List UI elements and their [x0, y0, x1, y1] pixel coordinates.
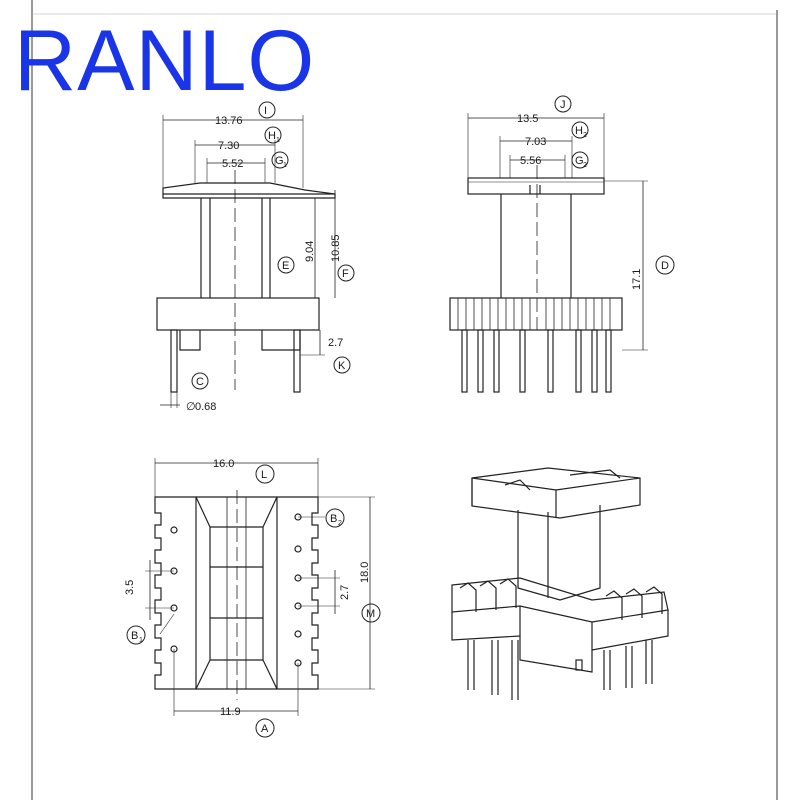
dim-H1-value: 7.30: [218, 140, 239, 152]
dim-K-value: 2.7: [328, 337, 343, 349]
dim-E-value: 9.04: [304, 241, 316, 262]
label-D-marker: D: [655, 255, 675, 275]
label-L-marker: L: [255, 464, 275, 484]
label-K: K: [338, 360, 346, 372]
label-G1-sub: 1: [283, 162, 287, 169]
bottom-view: [145, 458, 375, 716]
label-K-marker: K: [333, 356, 351, 374]
label-H2-sub: 2: [583, 132, 587, 139]
dim-G2-value: 5.56: [520, 155, 541, 167]
isometric-view: [451, 467, 669, 700]
label-G2-sub: 2: [583, 162, 587, 169]
dim-diameter-symbol: ∅: [186, 401, 196, 413]
label-H1-marker: H 1: [264, 126, 282, 144]
label-L: L: [261, 469, 267, 481]
label-I: I: [264, 105, 267, 117]
dim-pitch-left-value: 3.5: [124, 580, 136, 595]
label-G1-marker: G 1: [271, 151, 289, 169]
brand-logo-text: RANLO: [14, 13, 316, 109]
dim-H2-value: 7.03: [525, 136, 546, 148]
label-E: E: [282, 260, 289, 272]
label-M-marker: M: [361, 603, 381, 623]
side-view: [449, 113, 648, 393]
dim-G1-value: 5.52: [222, 158, 243, 170]
dim-I-value: 13.76: [215, 115, 243, 127]
label-A-marker: A: [255, 718, 275, 738]
label-F-marker: F: [337, 264, 355, 282]
dim-A-value: 11.9: [220, 706, 241, 718]
label-H1: H: [268, 130, 276, 142]
label-E-marker: E: [277, 256, 295, 274]
dim-J-value: 13.5: [517, 113, 538, 125]
dim-L-value: 16.0: [213, 458, 234, 470]
label-M: M: [366, 608, 375, 620]
label-D: D: [661, 260, 669, 272]
label-H2-marker: H 2: [571, 121, 589, 139]
label-I-marker: I: [258, 101, 276, 119]
front-view: [156, 115, 336, 408]
label-B2-marker: B 2: [325, 508, 345, 528]
label-G2: G: [575, 155, 584, 167]
label-B2-sub: 2: [338, 520, 342, 527]
label-B1: B: [131, 630, 138, 642]
label-B2: B: [330, 513, 337, 525]
label-F: F: [342, 268, 349, 280]
label-C: C: [196, 376, 204, 388]
dim-M-value: 18.0: [359, 562, 371, 583]
label-G2-marker: G 2: [571, 151, 589, 169]
dim-C-value: 0.68: [195, 401, 216, 413]
label-B1-sub: 1: [139, 637, 143, 644]
dim-F-value: 10.85: [330, 234, 342, 262]
dim-D-value: 17.1: [631, 269, 643, 290]
dim-pitch-right-value: 2.7: [339, 585, 351, 600]
label-J: J: [560, 99, 566, 111]
label-A: A: [261, 723, 269, 735]
label-H1-sub: 1: [276, 137, 280, 144]
label-H2: H: [575, 125, 583, 137]
label-G1: G: [275, 155, 284, 167]
label-J-marker: J: [554, 95, 572, 113]
label-C-marker: C: [191, 372, 209, 390]
label-B1-marker: B 1: [126, 625, 146, 645]
